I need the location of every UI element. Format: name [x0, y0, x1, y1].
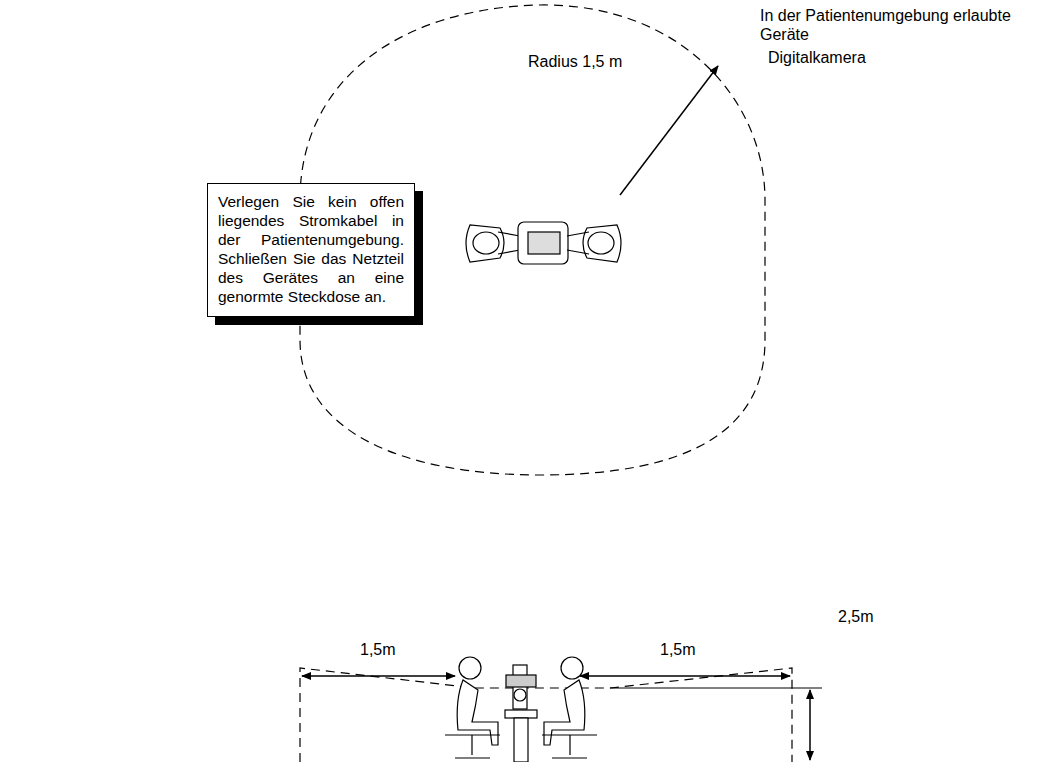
radius-label: Radius 1,5 m [528, 52, 622, 71]
side-view-figure [445, 657, 597, 762]
side-view-outline [300, 668, 792, 762]
note-text: Verlegen Sie kein offen liegendes Stromk… [208, 184, 414, 314]
dimension-label: 2,5m [838, 607, 874, 626]
top-view-figure [466, 222, 621, 264]
width-dimension [580, 675, 790, 677]
height-dimension [809, 690, 811, 760]
device-name: Digitalkamera [768, 48, 866, 67]
dimension-label: 1,5m [360, 640, 396, 659]
environment-heading: In der Patientenumgebung erlaubte Geräte [760, 6, 1030, 44]
dimension-label: 1,5m [660, 640, 696, 659]
width-dimension [302, 675, 455, 677]
radius-arrow [620, 66, 718, 195]
note-box: Verlegen Sie kein offen liegendes Stromk… [207, 183, 415, 317]
